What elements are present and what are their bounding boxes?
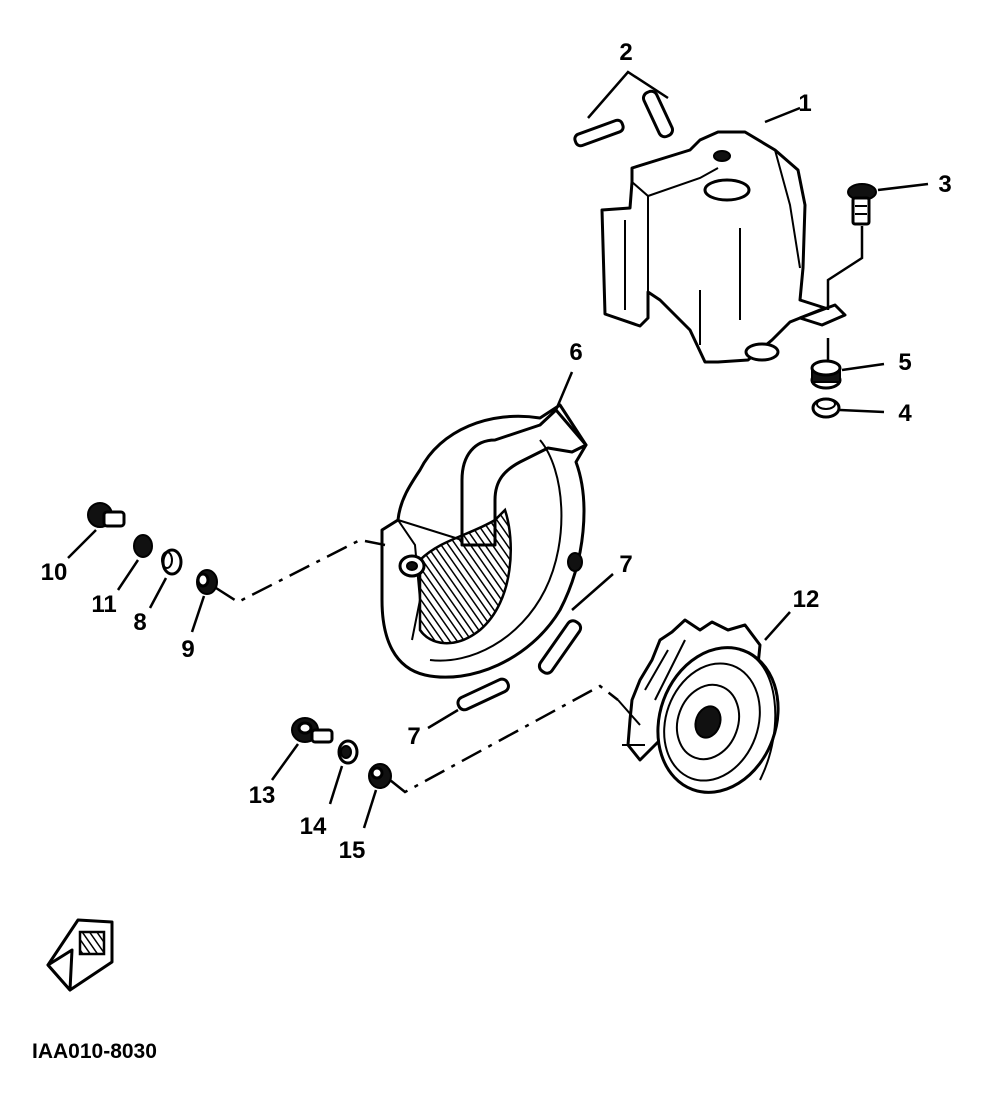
callout-5: 5 [898, 349, 911, 376]
callout-12: 12 [793, 586, 820, 613]
nut-part-15 [362, 763, 392, 829]
callout-6: 6 [569, 339, 582, 366]
assembly-line-12 [389, 684, 619, 794]
callout-7-lower: 7 [407, 723, 420, 750]
callout-13: 13 [249, 782, 276, 809]
callout-8: 8 [133, 609, 146, 636]
pin-part-2 [573, 70, 675, 148]
callout-2: 2 [619, 39, 632, 66]
nut-part-13 [270, 717, 334, 781]
pin-part-7-lower [427, 677, 510, 730]
drawing-code: IAA010-8030 [32, 1040, 157, 1063]
callout-9: 9 [181, 636, 194, 663]
shroud-cover-part-1 [600, 106, 847, 364]
washer-part-11 [116, 534, 153, 591]
callout-10: 10 [41, 559, 68, 586]
front-arrow-icon [46, 918, 114, 992]
callout-7-upper: 7 [619, 551, 632, 578]
bolt-part-10 [67, 502, 126, 559]
callout-14: 14 [300, 813, 327, 840]
callout-4: 4 [898, 400, 912, 427]
callout-15: 15 [339, 837, 366, 864]
callout-1: 1 [798, 90, 811, 117]
washer-part-14 [328, 739, 359, 805]
collar-part-9 [190, 569, 218, 633]
collar-part-5 [810, 338, 885, 390]
flywheel-part-12 [617, 611, 791, 794]
bolt-part-3 [826, 182, 929, 310]
callout-11: 11 [91, 591, 116, 618]
spacer-part-8 [148, 548, 183, 609]
grommet-part-4 [811, 397, 885, 419]
pin-part-7-upper [537, 573, 614, 675]
assembly-line-6 [215, 538, 386, 604]
starter-housing-part-6 [380, 371, 588, 679]
callout-3: 3 [938, 171, 951, 198]
